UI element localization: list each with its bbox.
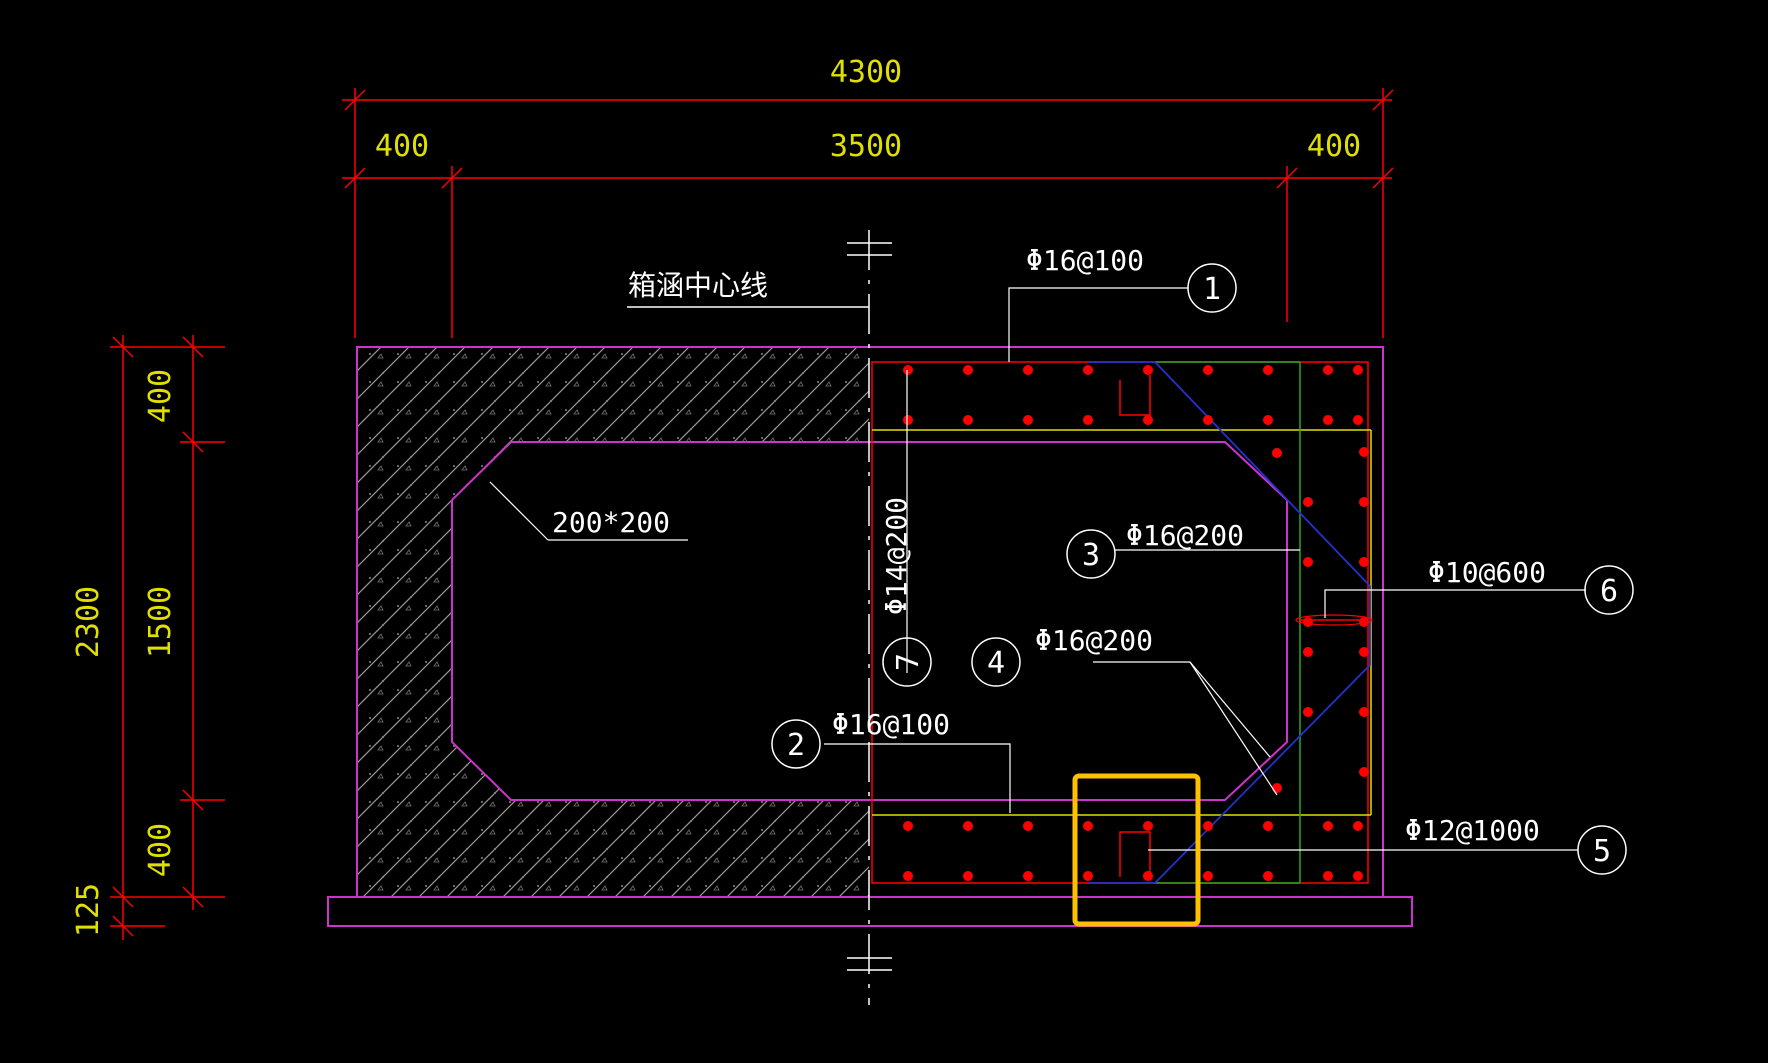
rebar3-label: Φ16@200 [1126,519,1244,552]
rebar-dot [1303,557,1313,567]
dim-top-slab: 400 [143,369,178,423]
svg-text:1: 1 [1203,272,1221,307]
rebar-dot [1303,647,1313,657]
svg-text:2: 2 [787,728,805,763]
rebar-dot [1143,821,1153,831]
dim-base: 125 [71,883,106,937]
marker-3: 3 [1066,529,1116,579]
rebar-dot [1303,497,1313,507]
left-dimensions [110,335,225,940]
chamfer-leader [489,481,688,541]
rebar-dot [1272,448,1282,458]
rebar-dot [1023,871,1033,881]
rebar-dot [1323,365,1333,375]
chamfer-label: 200*200 [552,506,670,539]
rebar-dot [1143,365,1153,375]
rebar-dot [903,365,913,375]
base-slab [327,896,1413,927]
svg-text:7: 7 [891,653,926,671]
rebar-dot [1353,821,1363,831]
rebar-dot [1023,821,1033,831]
rebar4-label: Φ16@200 [1035,624,1153,657]
svg-text:4: 4 [987,646,1005,681]
rebar-dot [1353,871,1363,881]
rebar-dot [1359,707,1369,717]
svg-text:3: 3 [1082,538,1100,573]
rebar-dot [1303,617,1313,627]
rebar-dot [1083,365,1093,375]
dim-right-wall: 400 [1307,129,1361,164]
rebar-dot [1359,557,1369,567]
rebar-dot [1303,707,1313,717]
rebar7-label: Φ14@200 [880,497,913,615]
rebar-dot [903,821,913,831]
rebar-dot [1359,617,1369,627]
rebar-dot [1272,783,1282,793]
svg-text:5: 5 [1593,834,1611,869]
rebar-dot [1323,821,1333,831]
rebar5-label: Φ12@1000 [1405,814,1540,847]
marker-1: 1 [1187,263,1237,313]
rebar-dot [1143,415,1153,425]
dim-total-width: 4300 [830,55,902,90]
rebar-dot [903,871,913,881]
marker-4: 4 [971,637,1021,687]
rebar-dot [1203,415,1213,425]
rebar-dot [1203,821,1213,831]
rebar-dot [1143,871,1153,881]
centerline [627,230,892,1005]
rebar6-label: Φ10@600 [1428,556,1546,589]
rebar-dots [903,365,1369,881]
rebar-dot [963,871,973,881]
rebar-dot [1359,447,1369,457]
rebar-dot [1023,365,1033,375]
marker-5: 5 [1577,825,1627,875]
rebar-dot [1359,647,1369,657]
concrete-section-left [357,347,869,897]
leader-lines [824,287,1586,851]
rebar-dot [1353,415,1363,425]
rebar-dot [1263,365,1273,375]
rebar-dot [1359,767,1369,777]
rebar-dot [1263,871,1273,881]
rebar-dot [1263,415,1273,425]
dim-total-height: 2300 [71,586,106,658]
rebar-dot [1203,871,1213,881]
rebar-dot [1323,415,1333,425]
rebar-dot [1083,821,1093,831]
rebar-dot [1203,365,1213,375]
box-outline [327,346,1413,927]
marker-2: 2 [771,719,821,769]
rebar-dot [1263,821,1273,831]
svg-text:6: 6 [1600,574,1618,609]
dim-left-wall: 400 [375,129,429,164]
rebar-dot [1353,365,1363,375]
rebar-dot [963,821,973,831]
dim-bottom-slab: 400 [143,823,178,877]
highlight-box[interactable] [1072,773,1201,927]
centerline-label: 箱涵中心线 [628,269,768,302]
rebar2-label: Φ16@100 [832,708,950,741]
rebar-dot [1083,415,1093,425]
rebar-dot [1359,497,1369,507]
rebar-dot [1023,415,1033,425]
rebar-dot [1323,871,1333,881]
marker-6: 6 [1584,565,1634,615]
rebar-dot [1083,871,1093,881]
marker-7: 7 [882,637,932,687]
rebar-dot [903,415,913,425]
dim-inner-width: 3500 [830,129,902,164]
rebar1-label: Φ16@100 [1026,244,1144,277]
dim-inner-height: 1500 [143,586,178,658]
top-dimensions [342,88,1394,338]
rebar-lines [871,361,1373,884]
rebar-dot [963,365,973,375]
rebar-dot [963,415,973,425]
